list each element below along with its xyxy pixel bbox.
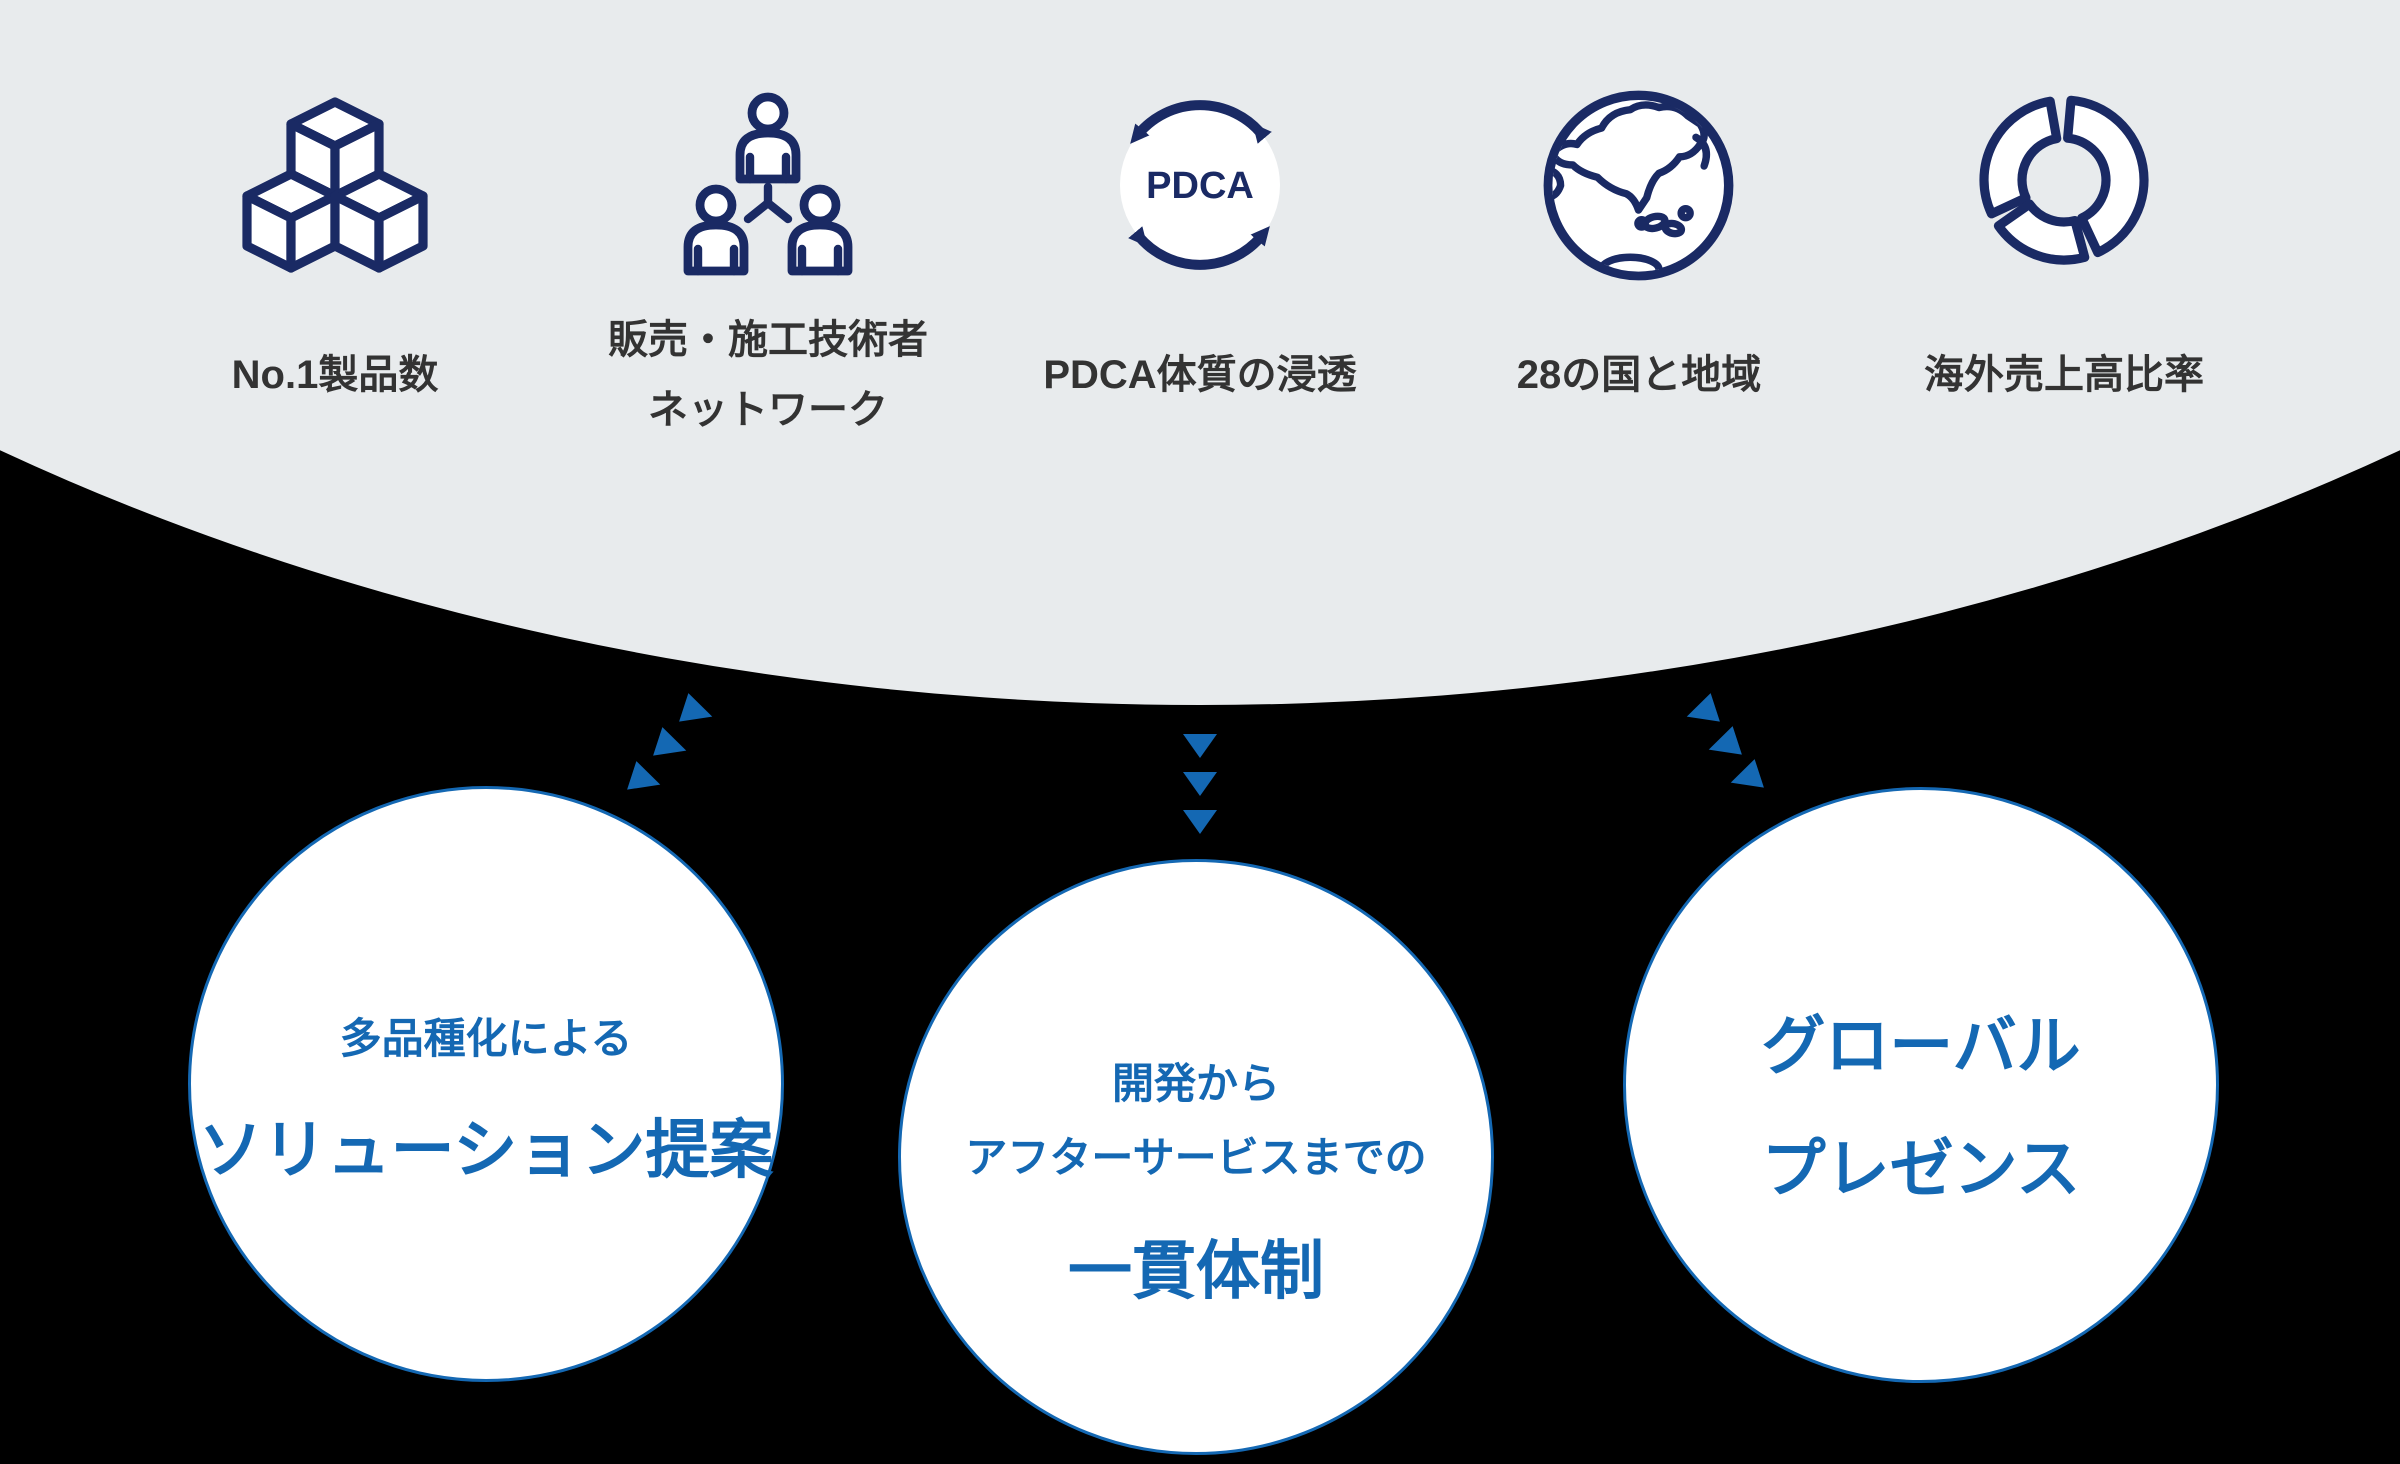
strength-label-line: 海外売上高比率 (1924, 353, 2204, 397)
strength-label-products: No.1製品数 (15, 340, 655, 410)
outcome-circle-solution: 多品種化による ソリューション提案 (188, 786, 784, 1382)
outcome-line: 一貫体制 (1067, 1235, 1324, 1307)
strength-label-countries: 28の国と地域 (1319, 340, 1959, 410)
arrow-triangle (1183, 772, 1217, 796)
donut-chart-icon (1964, 80, 2164, 280)
outcome-line: 多品種化による (339, 1015, 633, 1062)
outcome-line: ソリューション提案 (198, 1114, 774, 1186)
strength-label-line: ネットワーク (648, 388, 888, 432)
outcome-circle-integrated-system: 開発から アフターサービスまでの 一貫体制 (898, 859, 1494, 1455)
strength-label-network: 販売・施工技術者 ネットワーク (448, 305, 1088, 445)
arrow-triangle (1183, 810, 1217, 834)
arrow-triangle (679, 693, 717, 731)
strength-label-line: 販売・施工技術者 (608, 318, 928, 362)
pdca-icon-text: PDCA (1146, 165, 1254, 207)
strength-label-overseas: 海外売上高比率 (1744, 340, 2384, 410)
strength-label-line: PDCA体質の浸透 (1043, 353, 1357, 397)
arrow-triangle (1183, 734, 1217, 758)
cubes-icon (235, 88, 435, 288)
globe-icon (1536, 83, 1741, 288)
outcome-line: アフターサービスまでの (965, 1134, 1427, 1181)
outcome-line: プレゼンス (1761, 1132, 2081, 1205)
arrow-triangle (1726, 759, 1764, 797)
strength-label-pdca: PDCA体質の浸透 (880, 340, 1520, 410)
people-network-icon (668, 85, 868, 285)
arrow-triangle (627, 761, 665, 799)
strength-label-line: 28の国と地域 (1516, 353, 1762, 397)
arrow-triangle (1682, 693, 1720, 731)
arrow-triangle (653, 727, 691, 765)
strength-label-line: No.1製品数 (231, 353, 439, 397)
outcome-line: グローバル (1761, 1009, 2081, 1082)
arrow-triangle (1704, 726, 1742, 764)
outcome-line: 開発から (1111, 1060, 1280, 1107)
pdca-cycle-icon: PDCA (1100, 85, 1300, 285)
outcome-circle-global-presence: グローバル プレゼンス (1623, 787, 2219, 1383)
